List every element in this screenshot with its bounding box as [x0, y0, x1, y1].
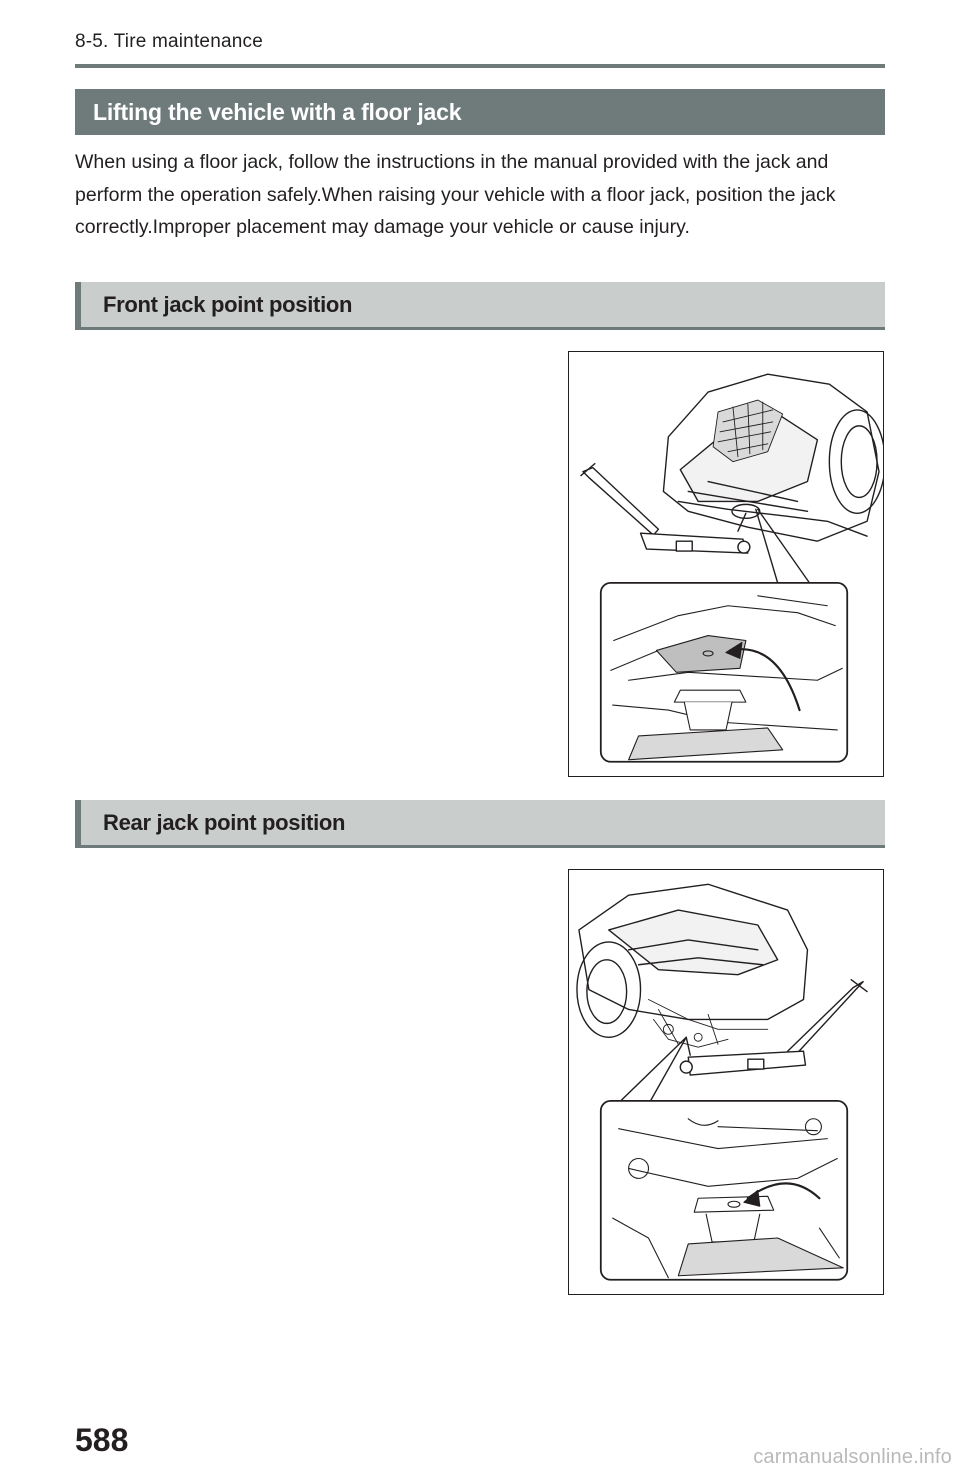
front-jack-illustration: [568, 351, 884, 777]
front-jack-heading-band: Front jack point position: [75, 282, 885, 330]
chapter-section-label: 8-5. Tire maintenance: [75, 31, 263, 52]
main-heading-band: Lifting the vehicle with a floor jack: [75, 89, 885, 135]
instruction-paragraph: When using a floor jack, follow the inst…: [75, 151, 836, 238]
front-jack-heading: Front jack point position: [103, 291, 353, 317]
main-heading: Lifting the vehicle with a floor jack: [93, 98, 462, 125]
rear-jack-heading-band: Rear jack point position: [75, 800, 885, 848]
header-rule: [75, 64, 885, 68]
rear-jack-illustration: [568, 869, 884, 1295]
page-number: 588: [75, 1422, 129, 1458]
watermark: carmanualsonline.info: [753, 1446, 952, 1468]
rear-jack-heading: Rear jack point position: [103, 809, 346, 835]
